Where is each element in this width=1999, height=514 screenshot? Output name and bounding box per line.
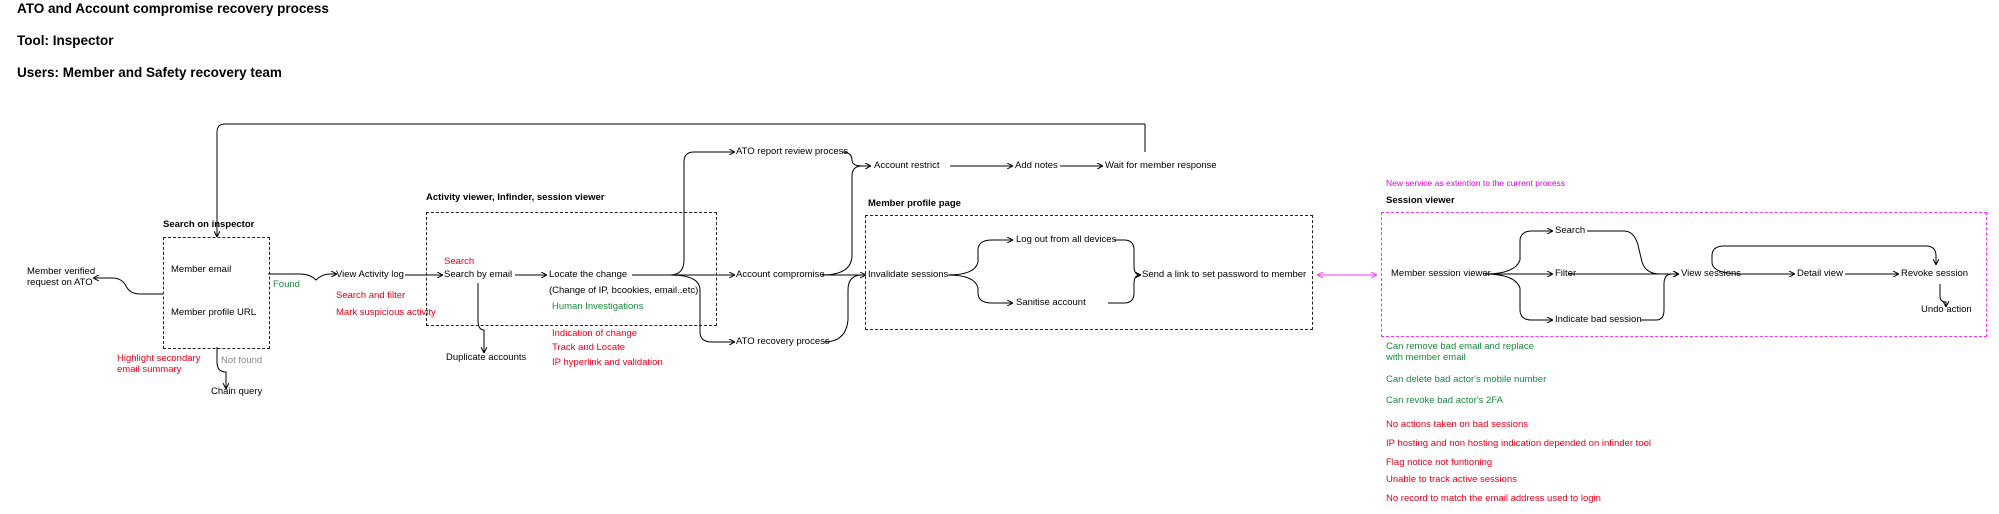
highlight-secondary-line2: email summary: [117, 364, 182, 375]
new-service-note: New service as extention to the current …: [1386, 178, 1566, 188]
member-email-node: Member email: [171, 264, 232, 275]
sv-search-node: Search: [1555, 225, 1586, 236]
search-on-inspector-title: Search on inspector: [163, 219, 255, 230]
change-detail-text: (Change of IP, bcookies, email..etc): [549, 285, 699, 296]
chain-query-node: Chain query: [211, 386, 263, 397]
not-found-label: Not found: [221, 355, 263, 366]
human-investigations-note: Human Investigations: [552, 301, 644, 312]
view-sessions-node: View sessions: [1681, 268, 1742, 279]
log-out-all-node: Log out from all devices: [1016, 234, 1117, 245]
add-notes-node: Add notes: [1015, 160, 1058, 171]
red-note-1: No actions taken on bad sessions: [1386, 419, 1529, 430]
session-viewer-title: Session viewer: [1386, 195, 1455, 206]
member-profile-page-title: Member profile page: [868, 198, 961, 209]
red-note-2: IP hosting and non hosting indication de…: [1386, 438, 1651, 449]
green-note-1-line1: Can remove bad email and replace: [1386, 341, 1534, 352]
tool-label: Tool: Inspector: [17, 33, 114, 48]
mark-suspicious-note: Mark suspicious activity: [336, 307, 436, 318]
sv-filter-node: Filter: [1555, 268, 1577, 279]
red-note-3: Flag notice not funtioning: [1386, 457, 1493, 468]
highlight-secondary-line1: Highlight secondary: [117, 353, 201, 364]
locate-change-node: Locate the change: [549, 269, 628, 280]
view-activity-log-node: View Activity log: [336, 269, 404, 280]
member-session-viewer-node: Member session viewer: [1391, 268, 1491, 279]
indication-of-change-note: Indication of change: [552, 328, 638, 339]
undo-action-node: Undo action: [1921, 304, 1972, 315]
red-note-5: No record to match the email address use…: [1386, 493, 1601, 504]
green-note-2: Can delete bad actor's mobile number: [1386, 374, 1547, 385]
revoke-session-node: Revoke session: [1901, 268, 1969, 279]
ip-hyperlink-note: IP hyperlink and validation: [552, 357, 663, 368]
page-title: ATO and Account compromise recovery proc…: [17, 1, 329, 16]
search-by-email-node: Search by email: [444, 269, 513, 280]
detail-view-node: Detail view: [1797, 268, 1843, 279]
indicate-bad-session-node: Indicate bad session: [1555, 314, 1642, 325]
member-verified-line1: Member verified: [27, 266, 96, 277]
account-compromise-node: Account compromise: [736, 269, 825, 280]
search-and-filter-note: Search and filter: [336, 290, 406, 301]
users-label: Users: Member and Safety recovery team: [17, 65, 282, 80]
invalidate-sessions-node: Invalidate sessions: [868, 269, 949, 280]
wait-member-node: Wait for member response: [1105, 160, 1217, 171]
activity-viewer-title: Activity viewer, Infinder, session viewe…: [426, 192, 605, 203]
send-link-node: Send a link to set password to member: [1142, 269, 1307, 280]
track-and-locate-note: Track and Locate: [552, 342, 626, 353]
green-note-1-line2: with member email: [1386, 352, 1466, 363]
ato-recovery-node: ATO recovery process: [736, 336, 830, 347]
duplicate-accounts-node: Duplicate accounts: [446, 352, 527, 363]
sanitise-account-node: Sanitise account: [1016, 297, 1086, 308]
found-label: Found: [273, 279, 300, 290]
session-viewer-box: [1381, 212, 1987, 337]
member-verified-line2: request on ATO: [27, 277, 93, 288]
search-red-note: Search: [444, 256, 475, 267]
green-note-3: Can revoke bad actor's 2FA: [1386, 395, 1503, 406]
account-restrict-node: Account restrict: [874, 160, 940, 171]
member-profile-url-node: Member profile URL: [171, 307, 256, 318]
red-note-4: Unable to track active sessions: [1386, 474, 1517, 485]
ato-report-review-node: ATO report review process: [736, 146, 849, 157]
activity-viewer-box: [426, 212, 717, 326]
